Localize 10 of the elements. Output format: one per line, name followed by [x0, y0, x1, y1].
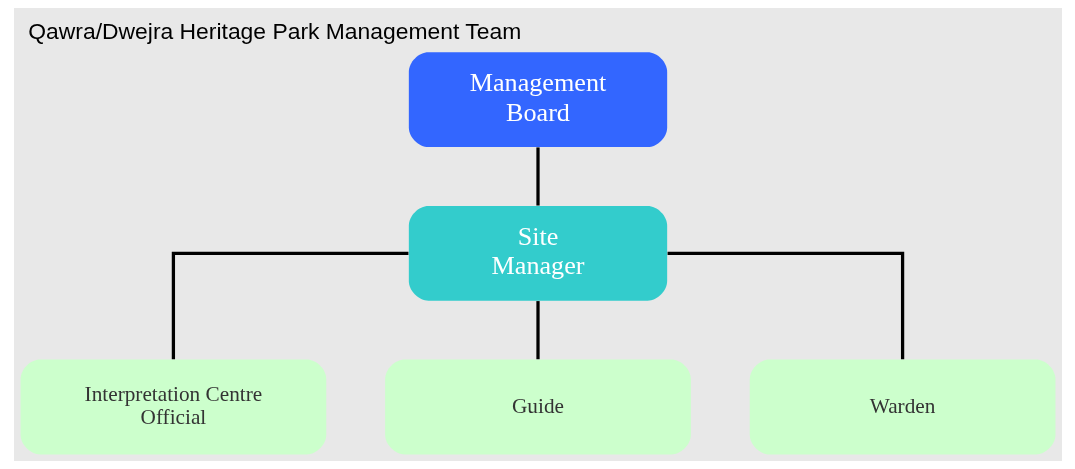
connector	[171, 251, 408, 360]
connector	[535, 147, 540, 206]
connector	[667, 251, 904, 360]
diagram-title: Qawra/Dwejra Heritage Park Management Team	[27, 18, 521, 45]
node-box: Guide	[384, 359, 691, 455]
connector	[535, 301, 540, 360]
node-box: Site Manager	[408, 205, 667, 301]
node-box: Warden	[749, 359, 1055, 455]
node-box: Interpretation Centre Official	[20, 359, 326, 455]
node-box: Management Board	[408, 52, 667, 148]
